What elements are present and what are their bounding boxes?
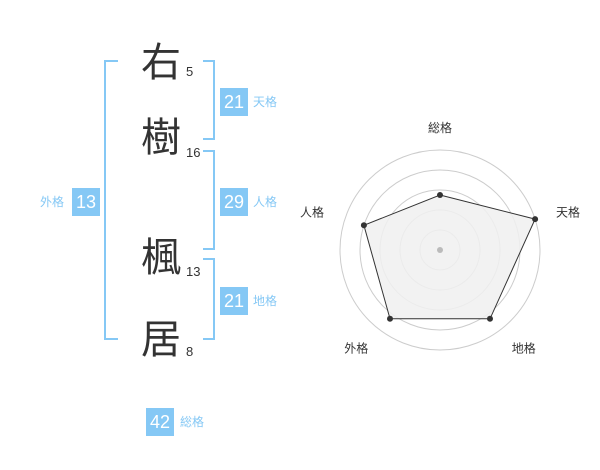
chikaku-value-badge: 21 [220, 287, 248, 315]
radar-ring-5 [339, 149, 541, 351]
soukaku-value-badge: 42 [146, 408, 174, 436]
stroke-count-2: 16 [186, 145, 201, 160]
radar-axis-label-4: 外格 [344, 341, 368, 356]
chikaku-label: 地格 [253, 294, 278, 308]
tenkaku-bracket [203, 60, 215, 140]
radar-point-5 [360, 222, 367, 229]
stroke-count-4: 8 [186, 344, 194, 359]
gaikaku-label: 外格 [40, 195, 65, 209]
name-character-3: 楓 [141, 235, 181, 281]
tenkaku-value-badge: 21 [220, 88, 248, 116]
jinkaku-label: 人格 [253, 195, 278, 209]
radar-axis-label-5: 人格 [300, 204, 324, 219]
radar-polygon [363, 194, 536, 320]
name-character-1: 右 [141, 40, 181, 86]
jinkaku-bracket [203, 150, 215, 250]
stroke-count-1: 5 [186, 64, 194, 79]
radar-point-1 [437, 192, 443, 198]
radar-point-2 [532, 216, 539, 223]
outer-bracket [104, 60, 118, 340]
name-character-4: 居 [141, 317, 181, 363]
gaikaku-value-badge: 13 [72, 188, 100, 216]
radar-point-3 [487, 315, 493, 322]
radar-center-dot [437, 247, 443, 253]
name-character-2: 樹 [141, 115, 181, 161]
tenkaku-label: 天格 [253, 95, 278, 109]
stroke-count-3: 13 [186, 264, 201, 279]
chikaku-bracket [203, 258, 215, 340]
soukaku-label: 総格 [180, 415, 205, 429]
jinkaku-value-badge: 29 [220, 188, 248, 216]
radar-point-4 [387, 315, 393, 322]
radar-axis-label-3: 地格 [512, 341, 536, 356]
radar-axis-label-1: 総格 [428, 120, 452, 135]
radar-axis-label-2: 天格 [556, 204, 580, 219]
